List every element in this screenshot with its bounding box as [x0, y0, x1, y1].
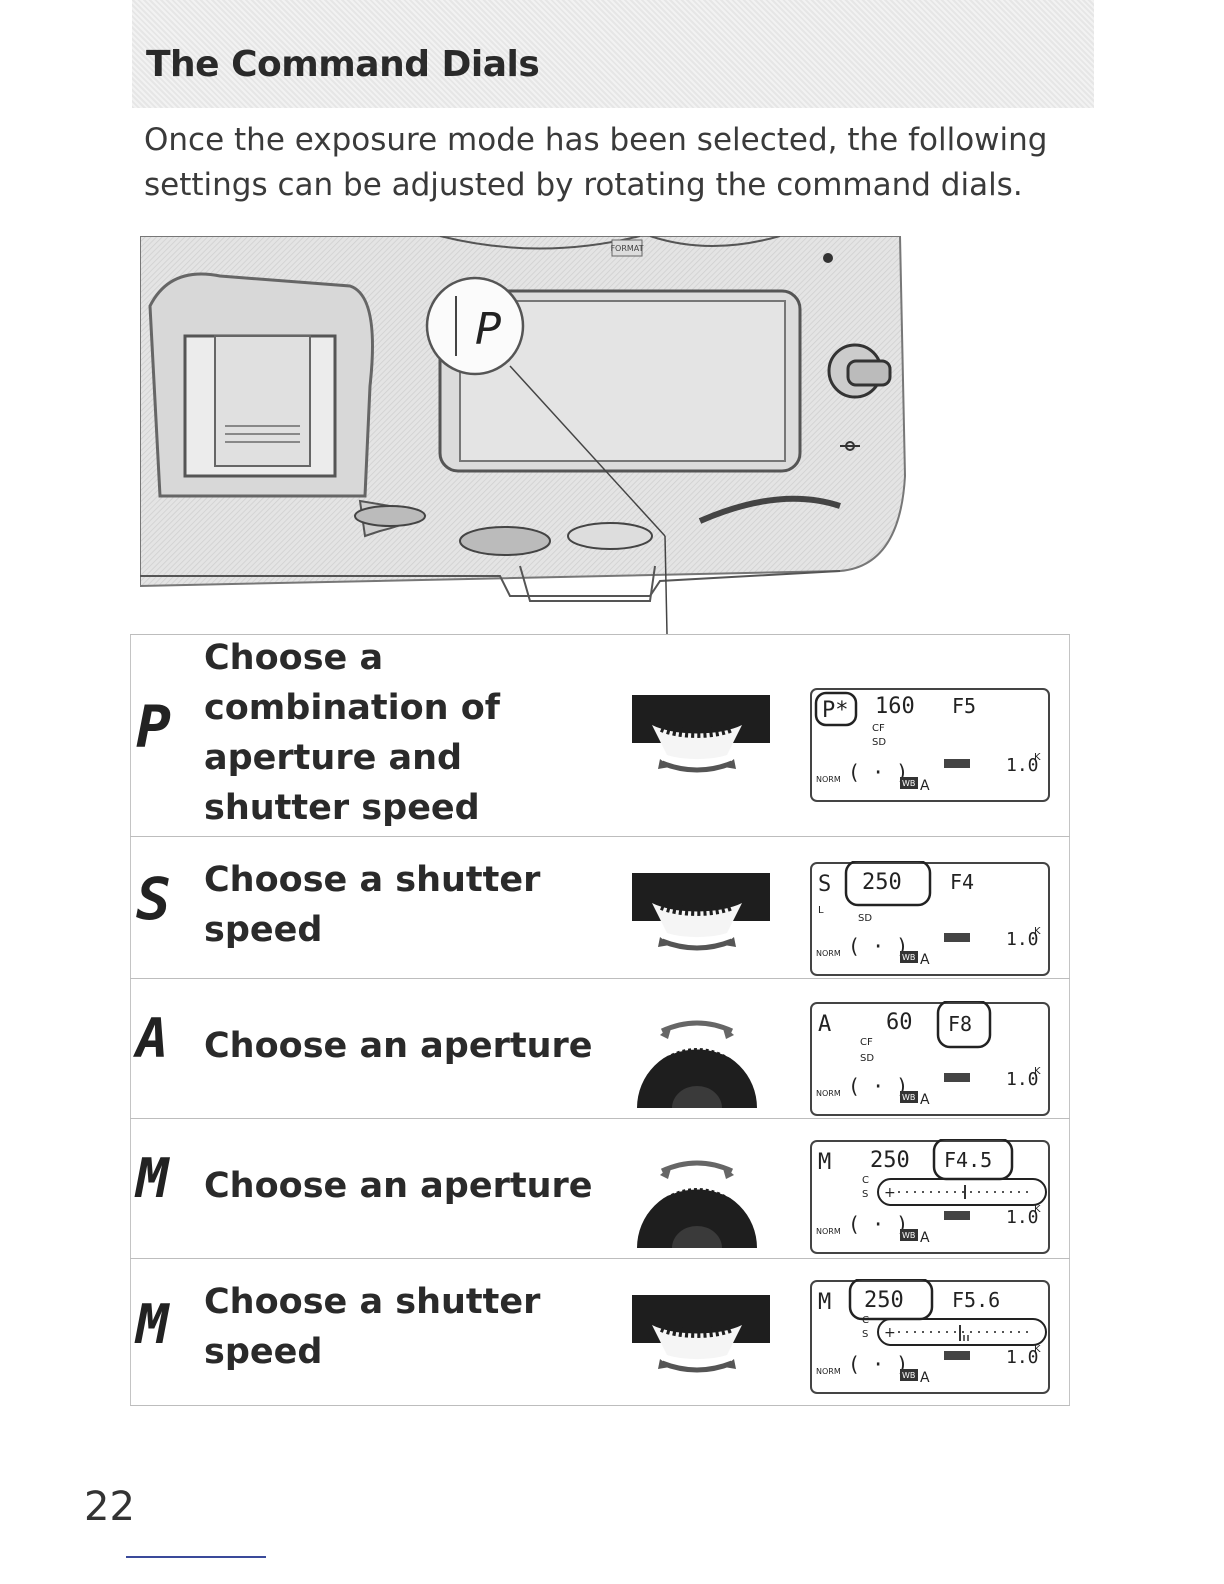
- row-description: Choose a shutter speed: [204, 1282, 541, 1372]
- lcd-wb-setting: A: [920, 952, 930, 968]
- camera-top-illustration: FORMAT P: [140, 236, 907, 635]
- table-row-aperture-priority: A Choose an aperture A 60 F8 CF SD NORM …: [130, 978, 1070, 1117]
- lcd-quality: NORM: [816, 775, 841, 784]
- lcd-count-suffix: K: [1034, 1066, 1041, 1077]
- row-description: Choose a shutter speed: [204, 860, 541, 950]
- lcd-shutter: 250: [864, 1288, 904, 1313]
- lcd-wb: WB: [902, 1371, 915, 1380]
- main-command-dial-icon: [632, 1295, 770, 1373]
- table-row-manual-shutter: M Choose a shutter speed M 250 F5.6 C S …: [130, 1258, 1070, 1406]
- table-row-shutter-priority: S Choose a shutter speed S 250 F4 L SD N…: [130, 836, 1070, 977]
- lcd-wb-setting: A: [920, 778, 930, 794]
- table-row-manual-aperture: M Choose an aperture M 250 F4.5 C S + NO…: [130, 1118, 1070, 1257]
- lcd-aperture: F5.6: [952, 1288, 1000, 1312]
- control-panel-lcd: S 250 F4 L SD NORM ( · ) WB A 1.0 K: [810, 861, 1050, 976]
- svg-text:( · ): ( · ): [848, 1352, 908, 1376]
- svg-text:+: +: [884, 1325, 896, 1341]
- lcd-card-2: S: [862, 1189, 868, 1200]
- lcd-count: 1.0: [1006, 1347, 1039, 1368]
- row-description: Choose a combination of aperture and shu…: [204, 638, 500, 828]
- footer-rule: [126, 1556, 266, 1558]
- lcd-card-2: SD: [858, 913, 872, 924]
- control-panel-lcd: M 250 F5.6 C S + NORM ( · ) WB A 1.0 K: [810, 1279, 1050, 1394]
- lcd-count: 1.0: [1006, 929, 1039, 950]
- lcd-quality: NORM: [816, 1089, 841, 1098]
- svg-text:( · ): ( · ): [848, 1074, 908, 1098]
- lcd-mode: M: [818, 1290, 831, 1315]
- format-button-label: FORMAT: [610, 244, 643, 253]
- lcd-count: 1.0: [1006, 1069, 1039, 1090]
- lcd-card-1: CF: [860, 1037, 873, 1048]
- lcd-wb-setting: A: [920, 1230, 930, 1246]
- lcd-wb: WB: [902, 953, 915, 962]
- exposure-mode-table: P Choose a combination of aperture and s…: [130, 634, 1070, 1406]
- mode-glyph-a: A: [136, 1007, 169, 1070]
- lcd-aperture: F5: [952, 694, 976, 718]
- lcd-mode: A: [818, 1012, 831, 1037]
- lcd-card-2: SD: [860, 1053, 874, 1064]
- lcd-wb-setting: A: [920, 1370, 930, 1386]
- lcd-card-1: L: [818, 905, 824, 916]
- lcd-shutter: 160: [875, 694, 915, 719]
- lcd-count: 1.0: [1006, 755, 1039, 776]
- row-description: Choose an aperture: [204, 1166, 593, 1206]
- control-panel-lcd: P* 160 F5 CF SD NORM ( · ) WB A 1.0 K: [810, 688, 1050, 802]
- lcd-quality: NORM: [816, 949, 841, 958]
- lcd-mode: P*: [822, 698, 849, 723]
- table-left-rule: [130, 634, 131, 1406]
- lcd-wb: WB: [902, 779, 915, 788]
- lcd-count-suffix: K: [1034, 752, 1041, 763]
- control-panel-lcd: A 60 F8 CF SD NORM ( · ) WB A 1.0 K: [810, 1001, 1050, 1116]
- lcd-card-2: SD: [872, 737, 886, 748]
- page-number: 22: [84, 1484, 135, 1530]
- svg-text:( · ): ( · ): [848, 934, 908, 958]
- lcd-mode: S: [818, 872, 831, 897]
- table-row-program: P Choose a combination of aperture and s…: [130, 634, 1070, 835]
- sub-command-dial-icon: [637, 1020, 757, 1108]
- mode-glyph-m: M: [136, 1147, 169, 1210]
- sub-command-dial-icon: [637, 1160, 757, 1248]
- lcd-shutter: 250: [870, 1148, 910, 1173]
- section-header-band: [132, 0, 1094, 108]
- lcd-shutter: 60: [886, 1010, 913, 1035]
- lcd-quality: NORM: [816, 1367, 841, 1376]
- lcd-shutter: 250: [862, 870, 902, 895]
- lcd-aperture: F8: [948, 1012, 972, 1036]
- lcd-wb-setting: A: [920, 1092, 930, 1108]
- lcd-count-suffix: K: [1034, 1204, 1041, 1215]
- lcd-mode: M: [818, 1150, 831, 1175]
- lcd-aperture: F4: [950, 870, 974, 894]
- section-title: The Command Dials: [146, 44, 540, 85]
- lcd-wb: WB: [902, 1231, 915, 1240]
- lcd-count-suffix: K: [1034, 1344, 1041, 1355]
- svg-text:( · ): ( · ): [848, 1212, 908, 1236]
- svg-text:+: +: [884, 1185, 896, 1201]
- control-panel-lcd: M 250 F4.5 C S + NORM ( · ) WB A 1.0 K: [810, 1139, 1050, 1254]
- lcd-card-1: CF: [872, 723, 885, 734]
- main-command-dial-icon: [632, 873, 770, 951]
- mode-callout-glyph: P: [475, 304, 502, 355]
- lcd-wb: WB: [902, 1093, 915, 1102]
- lcd-card-1: C: [862, 1315, 869, 1326]
- lcd-card-2: S: [862, 1329, 868, 1340]
- lcd-count: 1.0: [1006, 1207, 1039, 1228]
- svg-text:( · ): ( · ): [848, 760, 908, 784]
- lcd-aperture: F4.5: [944, 1148, 992, 1172]
- intro-paragraph: Once the exposure mode has been selected…: [144, 122, 1048, 203]
- lcd-card-1: C: [862, 1175, 869, 1186]
- row-description: Choose an aperture: [204, 1026, 593, 1066]
- mode-glyph-s: S: [136, 865, 171, 933]
- lcd-count-suffix: K: [1034, 926, 1041, 937]
- table-right-rule: [1069, 634, 1070, 1406]
- main-command-dial-icon: [632, 695, 770, 773]
- mode-glyph-m: M: [136, 1293, 169, 1356]
- lcd-quality: NORM: [816, 1227, 841, 1236]
- mode-glyph-p: P: [136, 693, 171, 761]
